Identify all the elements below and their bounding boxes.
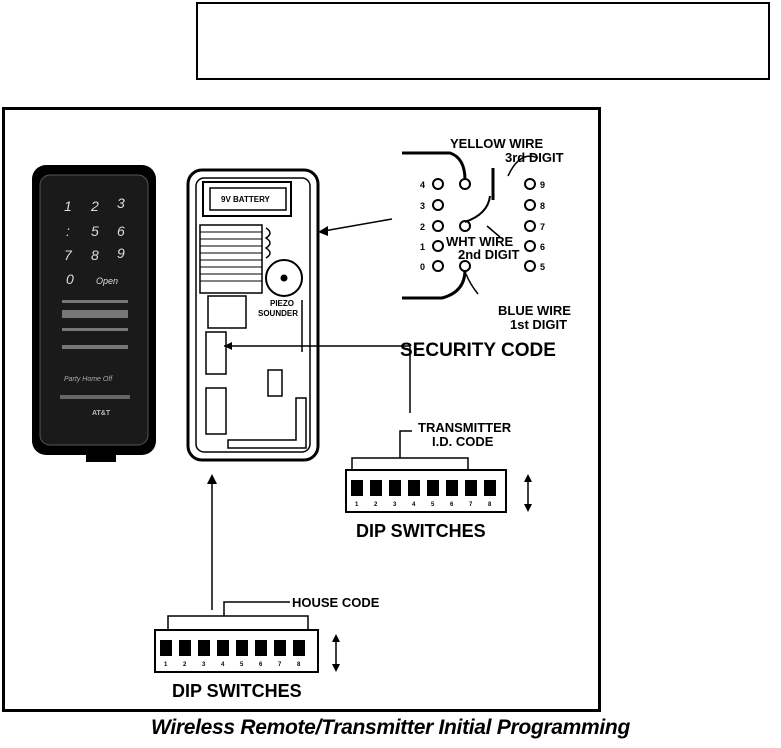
house-dip-num-6: 6	[259, 662, 263, 668]
tx-dip-num-5: 5	[431, 502, 435, 508]
remote-logo: AT&T	[92, 410, 111, 417]
house-dip-num-1: 1	[164, 662, 168, 668]
house-dip-num-2: 2	[183, 662, 187, 668]
key-5: 5	[91, 223, 99, 239]
pin-7: 7	[540, 222, 545, 232]
security-code-title: SECURITY CODE	[400, 340, 556, 361]
key-7: 7	[64, 247, 73, 263]
tx-dip-num-4: 4	[412, 502, 416, 508]
sounder-label: SOUNDER	[258, 309, 298, 318]
first-digit-label: 1st DIGIT	[510, 317, 567, 332]
pin-0: 0	[420, 262, 425, 272]
tx-dip-num-3: 3	[393, 502, 397, 508]
house-dip-num-8: 8	[297, 662, 301, 668]
piezo-label: PIEZO	[270, 299, 294, 308]
dip-switches-label-2: DIP SWITCHES	[172, 681, 302, 701]
leader-lines	[211, 218, 411, 610]
battery-label: 9V BATTERY	[221, 195, 271, 204]
tx-dip-num-2: 2	[374, 502, 378, 508]
second-digit-label: 2nd DIGIT	[458, 247, 519, 262]
tx-dip-num-8: 8	[488, 502, 492, 508]
diagram-frame	[2, 107, 601, 712]
house-dip-num-5: 5	[240, 662, 244, 668]
id-code-label: I.D. CODE	[432, 434, 494, 449]
third-digit-label: 3rd DIGIT	[505, 150, 564, 165]
house-dip-num-7: 7	[278, 662, 282, 668]
tx-dip-num-7: 7	[469, 502, 473, 508]
security-pin-block	[402, 151, 539, 300]
tx-dip-num-1: 1	[355, 502, 359, 508]
key-8: 8	[91, 247, 99, 263]
key-0: 0	[66, 271, 74, 287]
pin-4: 4	[420, 180, 425, 190]
key-6: 6	[117, 223, 125, 239]
key-2: 2	[90, 198, 99, 214]
transmitter-label: TRANSMITTER	[418, 420, 512, 435]
key-4: :	[66, 223, 70, 239]
remote-keypad: 1 2 3 : 5 6 7 8 9 0 Open Party Home Off …	[32, 165, 156, 462]
blue-wire-label: BLUE WIRE	[498, 303, 571, 318]
wht-wire-label: WHT WIRE	[446, 234, 513, 249]
pin-5: 5	[540, 262, 545, 272]
pin-3: 3	[420, 201, 425, 211]
dip-switches-label-1: DIP SWITCHES	[356, 521, 486, 541]
header-box	[196, 2, 770, 80]
house-dip-num-3: 3	[202, 662, 206, 668]
pin-8: 8	[540, 201, 545, 211]
key-1: 1	[64, 198, 72, 214]
key-open: Open	[96, 276, 118, 286]
yellow-wire-label: YELLOW WIRE	[450, 136, 543, 151]
tx-dip-num-6: 6	[450, 502, 454, 508]
house-dip-num-4: 4	[221, 662, 225, 668]
figure-caption: Wireless Remote/Transmitter Initial Prog…	[151, 716, 630, 739]
transmitter-dip-switch	[345, 430, 532, 513]
pin-9: 9	[540, 180, 545, 190]
pin-6: 6	[540, 242, 545, 252]
transmitter-case	[186, 168, 320, 462]
house-code-label: HOUSE CODE	[292, 595, 380, 610]
key-3: 3	[117, 195, 125, 211]
house-dip-switch	[154, 601, 340, 673]
pin-2: 2	[420, 222, 425, 232]
remote-mode-labels: Party Home Off	[64, 376, 113, 383]
pin-1: 1	[420, 242, 425, 252]
key-9: 9	[117, 245, 125, 261]
